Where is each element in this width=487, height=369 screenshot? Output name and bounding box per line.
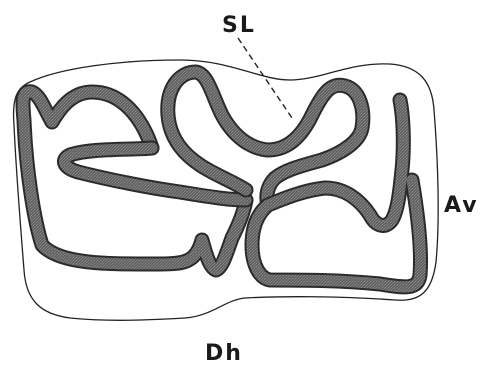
label-sl: SL [222,13,256,38]
sl-leader-line [238,38,292,118]
enamel-band-right [252,100,421,287]
label-av: Av [444,193,479,218]
label-dh: Dh [205,341,243,366]
